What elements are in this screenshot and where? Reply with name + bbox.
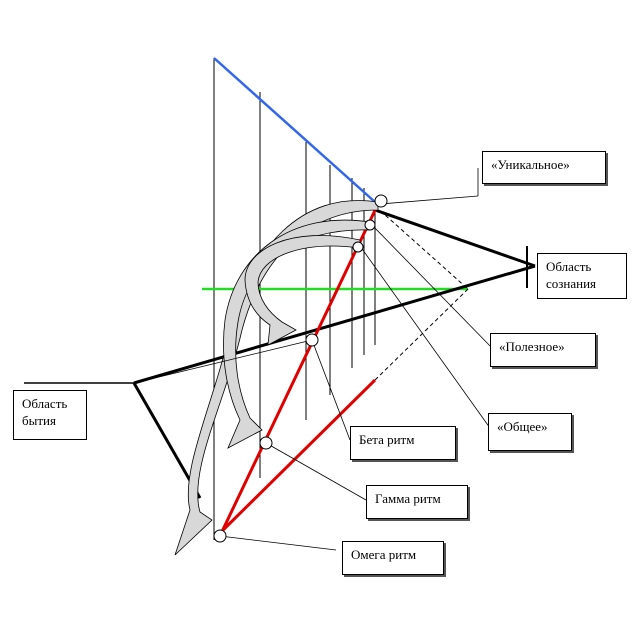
dashed-line xyxy=(374,205,469,290)
node-omega xyxy=(213,529,227,543)
dashed-lines xyxy=(374,205,469,381)
node-common xyxy=(352,241,364,253)
leader-line xyxy=(311,339,351,441)
leader-line xyxy=(379,195,479,205)
curved-arrow xyxy=(244,235,361,346)
black-line xyxy=(133,264,536,385)
red-diagonal-lower xyxy=(216,378,377,537)
leader-lines xyxy=(133,168,495,551)
red-diagonal-long xyxy=(216,203,380,541)
label-being: Область бытия xyxy=(13,390,87,440)
curved-arrows xyxy=(174,200,379,556)
blue-diagonal xyxy=(213,57,376,203)
leader-line xyxy=(265,442,367,501)
node-beta xyxy=(305,333,319,347)
leader-line xyxy=(133,339,313,384)
node-unique xyxy=(374,194,388,208)
black-line xyxy=(374,208,536,268)
leader-line xyxy=(219,535,337,551)
vertical-lines xyxy=(213,58,376,540)
label-unique: «Уникальное» xyxy=(482,151,606,184)
node-gamma xyxy=(259,436,273,450)
label-useful: «Полезное» xyxy=(490,333,596,367)
dashed-line xyxy=(374,288,469,381)
label-consciousness: Область сознания xyxy=(537,253,627,299)
node-useful xyxy=(364,219,376,231)
label-omega: Омега ритм xyxy=(342,541,444,575)
node-circles xyxy=(213,194,388,543)
label-gamma: Гамма ритм xyxy=(366,485,468,519)
label-common: «Общее» xyxy=(488,413,572,451)
label-beta: Бета ритм xyxy=(350,426,456,460)
leader-line xyxy=(371,224,495,351)
leader-line xyxy=(359,245,491,429)
